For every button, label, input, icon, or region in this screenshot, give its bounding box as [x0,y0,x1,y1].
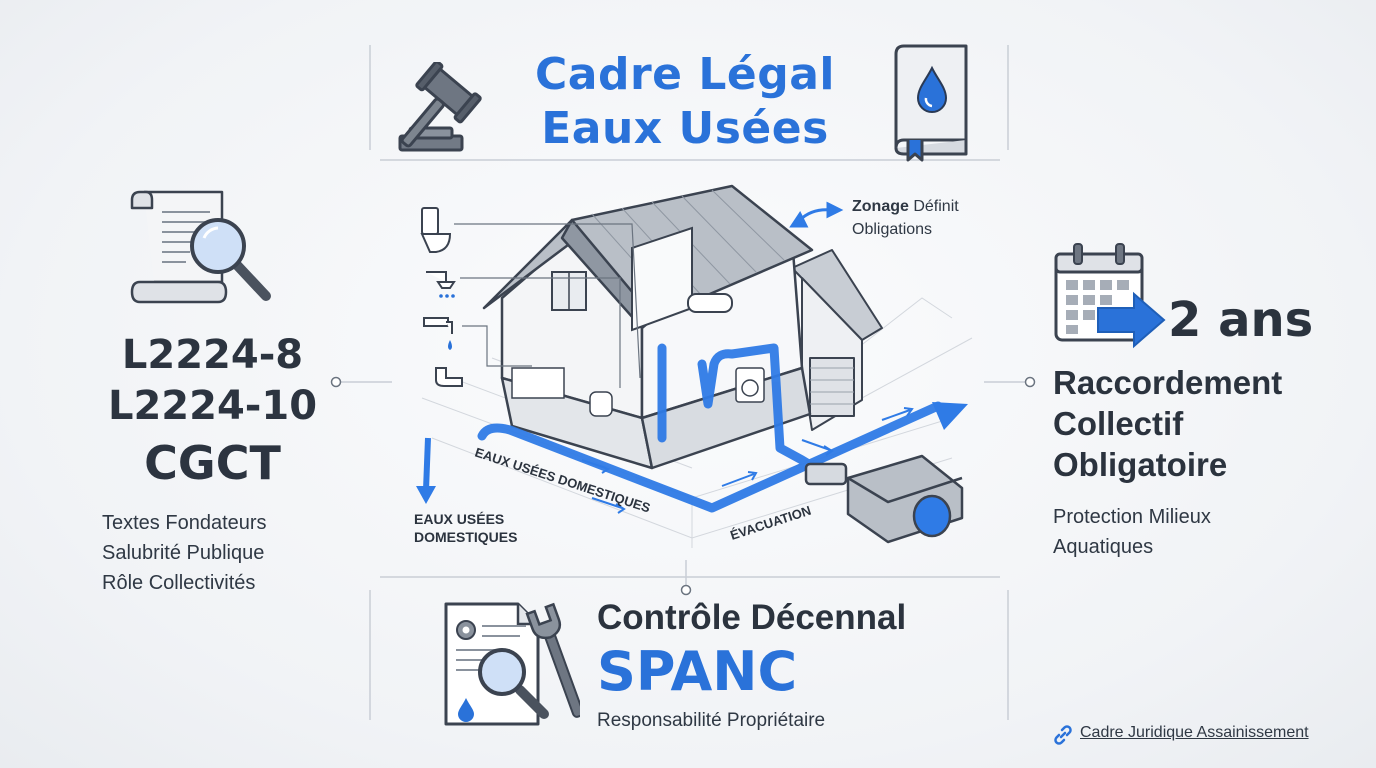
spanc-acronym: SPANC [597,640,798,703]
zonage-bold: Zonage [852,198,909,215]
calendar-arrow-icon [1054,243,1166,349]
raccordement-line: Raccordement [1053,364,1283,401]
zonage-note: Zonage Définit Obligations [852,195,959,241]
left-item: Rôle Collectivités [102,572,256,594]
page-title: Cadre Légal Eaux Usées [480,48,890,156]
label-domestic-line2: DOMESTIQUES [414,529,517,545]
zonage-rest: Définit [908,198,959,215]
ref-l2224-8: L2224-8 [121,332,304,378]
zonage-line2: Obligations [852,221,933,238]
label-domestic-line1: EAUX USÉES [414,511,504,527]
left-item: Salubrité Publique [102,542,265,564]
title-line-1: Cadre Légal [535,49,835,100]
title-line-2: Eaux Usées [541,103,829,154]
gavel-icon [398,62,482,152]
raccordement-line: Obligatoire [1053,446,1228,483]
ref-cgct: CGCT [144,436,281,490]
link-icon[interactable] [1052,724,1074,746]
right-subtitle: Protection Milieux Aquatiques [1053,502,1211,562]
raccordement-title: Raccordement Collectif Obligatoire [1053,362,1282,485]
house-sanitation-diagram: EAUX USÉES DOMESTIQUES ÉVACUATION EAUX U… [414,184,973,548]
left-items: Textes Fondateurs Salubrité Publique Rôl… [102,508,267,598]
duration-value: 2 ans [1168,292,1314,348]
water-law-book-icon [894,44,968,162]
control-title: Contrôle Décennal [597,598,907,637]
ref-l2224-10: L2224-10 [107,383,318,429]
right-subtitle-line: Protection Milieux [1053,506,1211,528]
legal-text-search-icon [130,190,271,304]
control-subtitle: Responsabilité Propriétaire [597,710,826,731]
footer-link[interactable]: Cadre Juridique Assainissement [1080,724,1309,741]
left-item: Textes Fondateurs [102,512,267,534]
raccordement-line: Collectif [1053,405,1184,442]
inspection-document-icon [444,602,580,726]
right-subtitle-line: Aquatiques [1053,536,1154,558]
